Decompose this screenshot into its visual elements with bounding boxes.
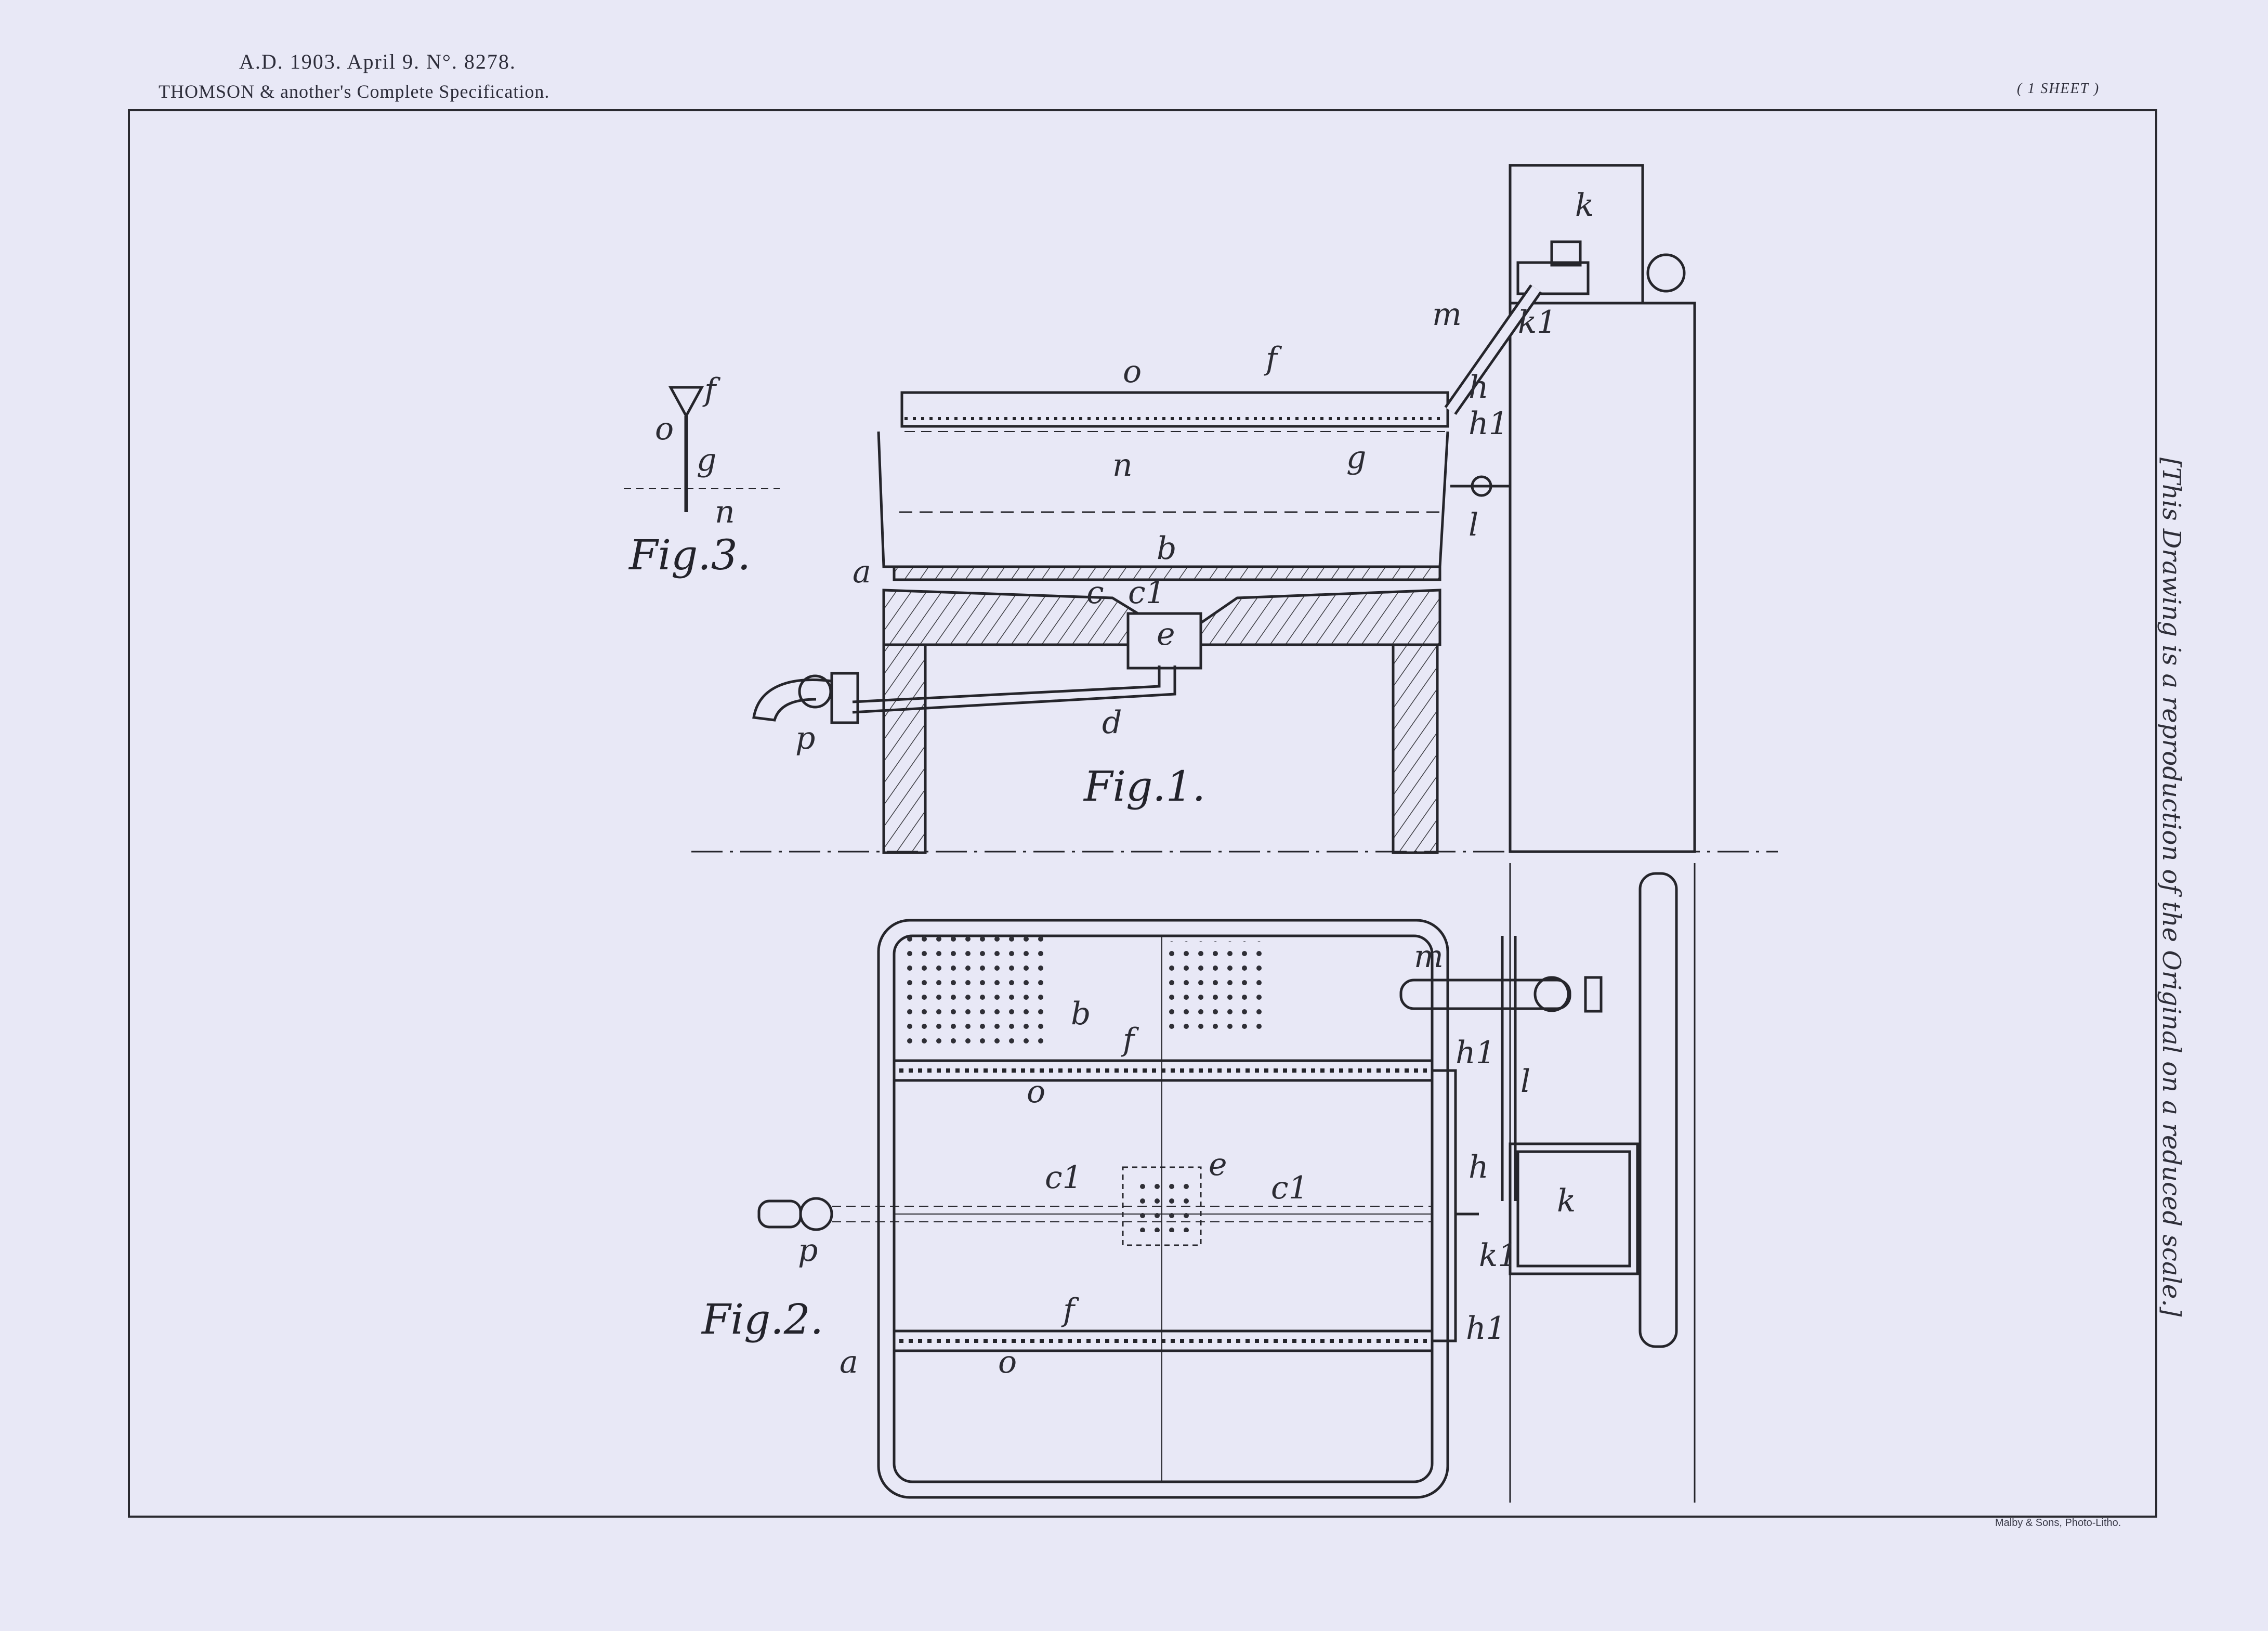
fig1-elevation [691, 164, 1778, 854]
label-e: e [1157, 616, 1175, 653]
fig3-caption: Fig.3. [628, 531, 751, 579]
fig2-plan [757, 863, 1696, 1503]
fig2-label-h1: h1 [1456, 1035, 1496, 1071]
drawing-border [128, 109, 2157, 1518]
fig2-label-e: e [1209, 1146, 1227, 1183]
fig2-label-c1b: c1 [1271, 1170, 1308, 1206]
fig3-label-n: n [715, 494, 735, 530]
reference-letters: k k1 m h h1 l o f n g a b c c1 e d p f o… [655, 187, 1594, 1380]
fig2-label-k1: k1 [1479, 1237, 1518, 1274]
fig2-caption: Fig.2. [701, 1295, 823, 1343]
label-h1: h1 [1469, 406, 1509, 442]
fig2-label-o: o [1027, 1074, 1045, 1110]
label-c1: c1 [1128, 575, 1165, 611]
fig1-caption: Fig.1. [1083, 762, 1205, 811]
fig2-label-l: l [1520, 1063, 1530, 1100]
label-d: d [1102, 704, 1122, 741]
label-c: c [1086, 575, 1104, 611]
header-date-number: A.D. 1903. April 9. N°. 8278. [239, 50, 516, 73]
fig2-label-p: p [798, 1232, 818, 1269]
label-n: n [1112, 447, 1133, 484]
fig2-label-k: k [1557, 1183, 1576, 1219]
fig3-section [624, 386, 780, 512]
label-a: a [853, 554, 871, 590]
fig3-label-g: g [697, 442, 716, 478]
label-k: k [1575, 187, 1594, 224]
header-specification: THOMSON & another's Complete Specificati… [159, 81, 550, 102]
fig2-label-o2: o [998, 1344, 1017, 1380]
fig2-label-h: h [1469, 1149, 1489, 1185]
fig2-label-h1b: h1 [1466, 1310, 1506, 1347]
fig2-label-b: b [1071, 996, 1091, 1032]
fig3-label-o: o [655, 411, 674, 447]
label-m: m [1432, 296, 1462, 333]
fig2-label-c1: c1 [1045, 1159, 1082, 1196]
label-p: p [795, 720, 815, 756]
fig2-label-a: a [840, 1344, 858, 1380]
label-h: h [1469, 369, 1489, 406]
fig2-label-f2: f [1061, 1292, 1080, 1328]
label-b: b [1157, 530, 1176, 567]
label-f: f [1264, 341, 1282, 377]
header-sheet-count: ( 1 SHEET ) [2017, 81, 2100, 97]
label-g: g [1346, 439, 1366, 476]
fig2-label-m: m [1414, 938, 1444, 975]
fig3-label-f: f [702, 372, 721, 408]
label-l: l [1469, 507, 1478, 543]
fig2-label-f: f [1121, 1022, 1139, 1058]
label-o: o [1123, 354, 1142, 390]
label-k1: k1 [1518, 304, 1557, 341]
printer-credit: Malby & Sons, Photo-Litho. [1995, 1517, 2121, 1529]
